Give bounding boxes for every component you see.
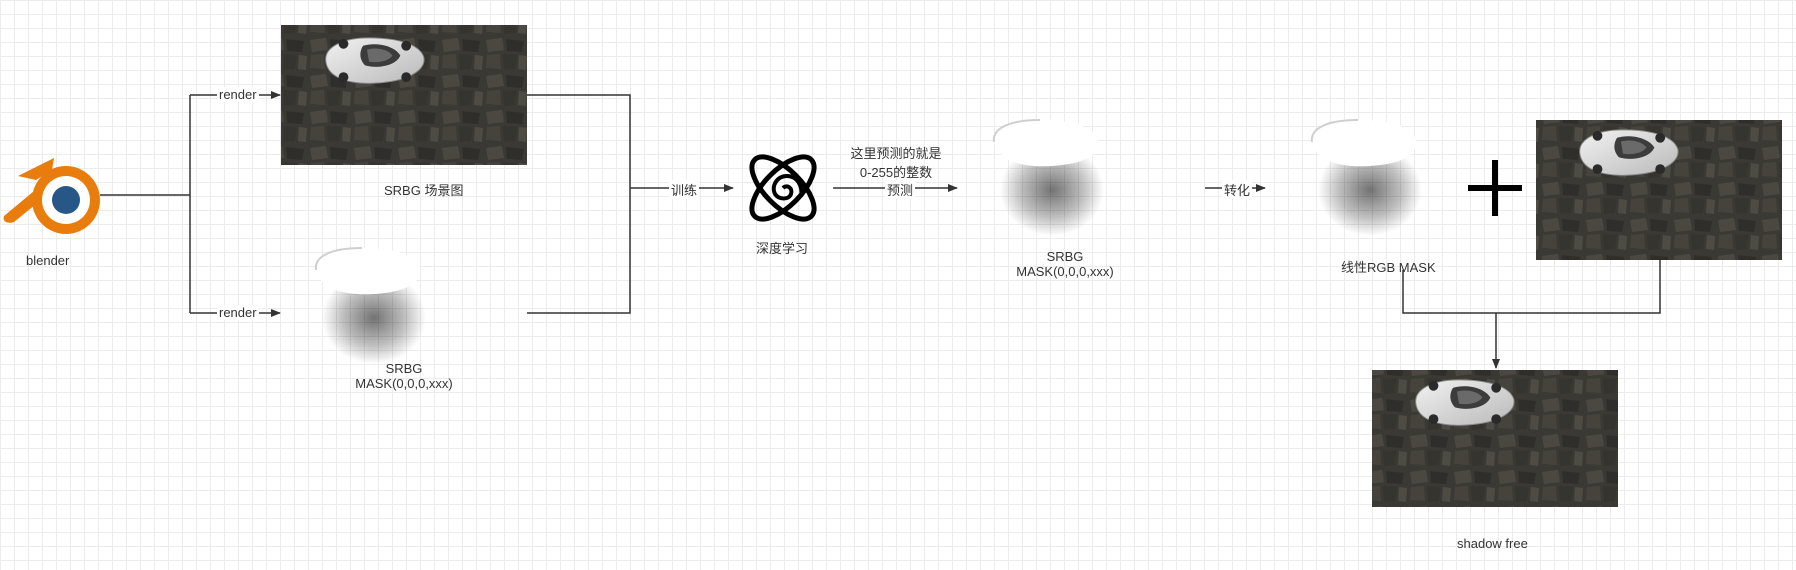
srbg-mask-left-line2: MASK(0,0,0,xxx)	[355, 376, 453, 391]
shadow-free-image	[1372, 370, 1618, 507]
connector-combine	[1402, 260, 1661, 314]
predict-note-line1: 这里预测的就是	[850, 146, 942, 161]
predict-label: 预测	[885, 180, 916, 199]
convert-label: 转化	[1222, 180, 1253, 199]
srbg-scene-image	[281, 25, 527, 165]
scene-image-right	[1536, 120, 1782, 260]
atom-spiral-icon	[749, 154, 817, 222]
train-label: 训练	[669, 180, 700, 199]
linear-rgb-mask-label: 线性RGB MASK	[1341, 260, 1436, 275]
predict-note: 这里预测的就是 0-255的整数	[846, 143, 946, 181]
render-label-bottom: render	[217, 305, 259, 320]
srbg-mask-left-line1: SRBG	[385, 361, 423, 376]
srbg-scene-label: SRBG 场景图	[384, 183, 464, 198]
blender-label: blender	[26, 253, 70, 268]
plus-icon	[1468, 160, 1522, 216]
blender-logo-icon	[3, 158, 100, 234]
render-label-top: render	[217, 87, 259, 102]
srbg-mask-mid-image	[992, 119, 1105, 237]
srbg-mask-mid-caption: SRBG MASK(0,0,0,xxx)	[1013, 249, 1117, 279]
srbg-mask-mid-line1: SRBG	[1046, 249, 1084, 264]
shadow-free-label: shadow free	[1457, 536, 1528, 551]
srbg-mask-left-image	[314, 247, 427, 365]
connector-merge	[527, 94, 631, 314]
predict-note-line2: 0-255的整数	[859, 165, 933, 180]
deep-learning-label: 深度学习	[756, 241, 809, 256]
srbg-mask-mid-line2: MASK(0,0,0,xxx)	[1016, 264, 1114, 279]
linear-rgb-mask-image	[1310, 119, 1423, 237]
srbg-mask-left-caption: SRBG MASK(0,0,0,xxx)	[352, 361, 456, 391]
